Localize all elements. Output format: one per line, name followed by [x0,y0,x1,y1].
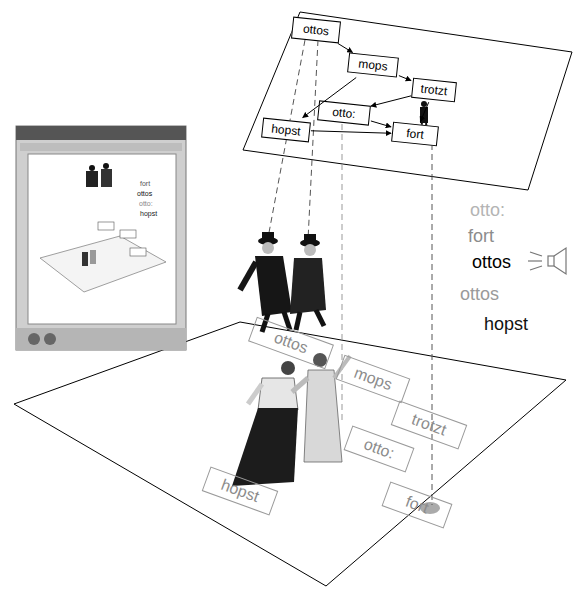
flow-arrow [338,43,353,52]
women-figures [232,353,350,486]
node-text: mops [358,57,389,74]
floor-plane [14,322,566,586]
flow-arrow [303,78,357,118]
men-figures [240,232,326,332]
flow-arrow [371,121,391,127]
upper-plane [243,12,572,190]
word-list-item: ottos [460,284,499,305]
screenshot-text: hopst [140,210,157,217]
word-list-item: otto: [470,200,505,221]
screenshot-text: fort [140,180,150,187]
word-list-item: hopst [484,314,528,335]
screenshot-text: ottos [137,190,152,197]
word-list-item: fort [468,226,494,247]
screenshot-text: otto: [139,200,153,207]
word-list-item: ottos [472,252,511,273]
node-text: otto: [332,105,357,121]
node-text: ottos [302,22,329,39]
node-text: hopst [271,122,302,139]
flow-arrow [311,131,391,133]
node-text: fort [406,126,425,142]
node-text: otto: [361,435,396,463]
node-text: trotzt [420,82,448,99]
screenshot-window [16,126,186,350]
flow-arrow [420,102,428,121]
node-text: fort [403,493,431,518]
flow-arrow [371,96,411,106]
flow-arrow [399,76,411,81]
speaker-icon [528,248,566,274]
